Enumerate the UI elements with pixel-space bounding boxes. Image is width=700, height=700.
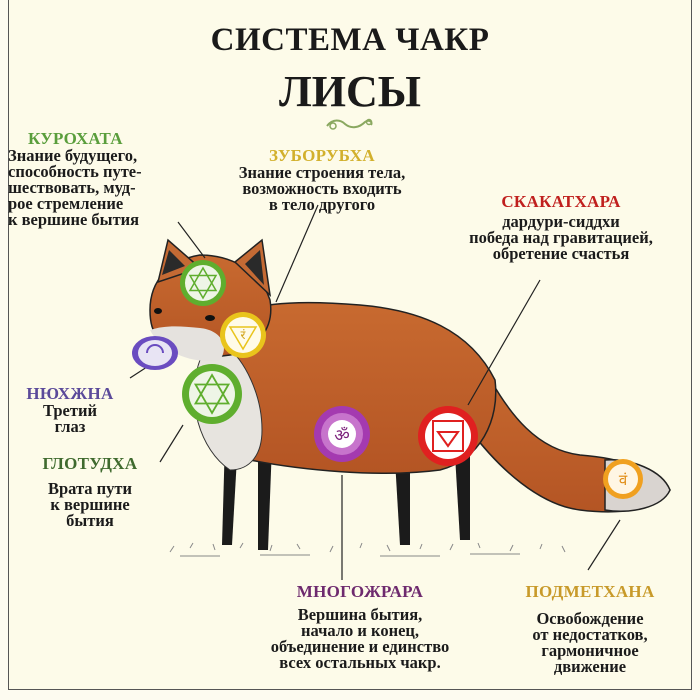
chakra-nyukhzhna-icon[interactable] xyxy=(130,334,180,372)
chakra-desc-line: дардури-сиддхи xyxy=(502,212,620,231)
chakra-name: ПОДМЕТХАНА xyxy=(525,582,655,601)
chakra-desc-line: движение xyxy=(553,657,627,676)
label-podmetkhana: ПОДМЕТХАНА Освобождение от недостатков, … xyxy=(500,583,680,675)
chakra-desc-line: шествовать, муд- xyxy=(8,178,136,197)
chakra-desc-line: в тело другого xyxy=(268,195,376,214)
chakra-desc-line: победа над гравитацией, xyxy=(469,228,653,247)
chakra-desc-line: гармоничное xyxy=(541,641,639,660)
chakra-desc-line: объединение и единство xyxy=(270,637,450,656)
chakra-desc-line: Врата пути xyxy=(47,479,133,498)
chakra-desc-line: Знание будущего, xyxy=(8,146,138,165)
chakra-mnogozhrara-icon[interactable]: ॐ xyxy=(312,404,372,464)
svg-text:रं: रं xyxy=(241,328,247,342)
title-line-2: ЛИСЫ xyxy=(279,67,421,116)
label-nyukhzhna: НЮХЖНА Третий глаз xyxy=(10,385,130,435)
chakra-desc-line: Третий xyxy=(43,401,97,420)
chakra-zuborubkha-icon[interactable]: रं xyxy=(218,310,268,360)
chakra-desc-line: обретение счастья xyxy=(492,244,630,263)
chakra-desc-line: от недостатков, xyxy=(532,625,648,644)
label-kurokhata: КУРОХАТА Знание будущего, способность пу… xyxy=(8,130,188,228)
chakra-desc-line: глаз xyxy=(54,417,86,436)
chakra-desc-line: способность путе- xyxy=(8,162,142,181)
chakra-desc-line: рое стремление xyxy=(8,194,124,213)
chakra-desc-line: Вершина бытия, xyxy=(297,605,423,624)
chakra-name: ГЛОТУДХА xyxy=(42,454,138,473)
chakra-desc-line: к вершине бытия xyxy=(8,210,140,229)
chakra-podmetkhana-icon[interactable]: वं xyxy=(602,458,644,500)
grass-scribbles xyxy=(169,542,566,557)
chakra-name: КУРОХАТА xyxy=(28,129,123,148)
chakra-name: НЮХЖНА xyxy=(26,384,114,403)
chakra-desc-line: начало и конец, xyxy=(300,621,420,640)
chakra-desc-line: возможность входить xyxy=(242,179,402,198)
chakra-skakatkhara-icon[interactable] xyxy=(416,404,480,468)
chakra-desc-line: всех остальных чакр. xyxy=(279,653,441,672)
chakra-desc-line: Знание строения тела, xyxy=(238,163,406,182)
chakra-glotudkha-icon[interactable] xyxy=(180,362,244,426)
chakra-desc-line: бытия xyxy=(66,511,114,530)
svg-text:वं: वं xyxy=(619,471,628,489)
chakra-name: МНОГОЖРАРА xyxy=(296,582,424,601)
chakra-desc-line: Освобождение xyxy=(536,609,644,628)
chakra-kurokhata-icon[interactable] xyxy=(178,258,228,308)
title-line-1: СИСТЕМА ЧАКР xyxy=(210,22,490,58)
flourish-ornament-icon xyxy=(326,118,373,130)
chakra-desc-line: к вершине xyxy=(50,495,130,514)
label-glotudkha: ГЛОТУДХА Врата пути к вершине бытия xyxy=(20,455,160,529)
label-zuborubkha: ЗУБОРУБХА Знание строения тела, возможно… xyxy=(222,147,422,213)
chakra-name: ЗУБОРУБХА xyxy=(269,146,375,165)
svg-text:ॐ: ॐ xyxy=(334,426,350,446)
chakra-name: СКАКАТХАРА xyxy=(501,192,621,211)
label-skakatkhara: СКАКАТХАРА дардури-сиддхи победа над гра… xyxy=(430,193,692,262)
label-mnogozhrara: МНОГОЖРАРА Вершина бытия, начало и конец… xyxy=(240,583,480,671)
